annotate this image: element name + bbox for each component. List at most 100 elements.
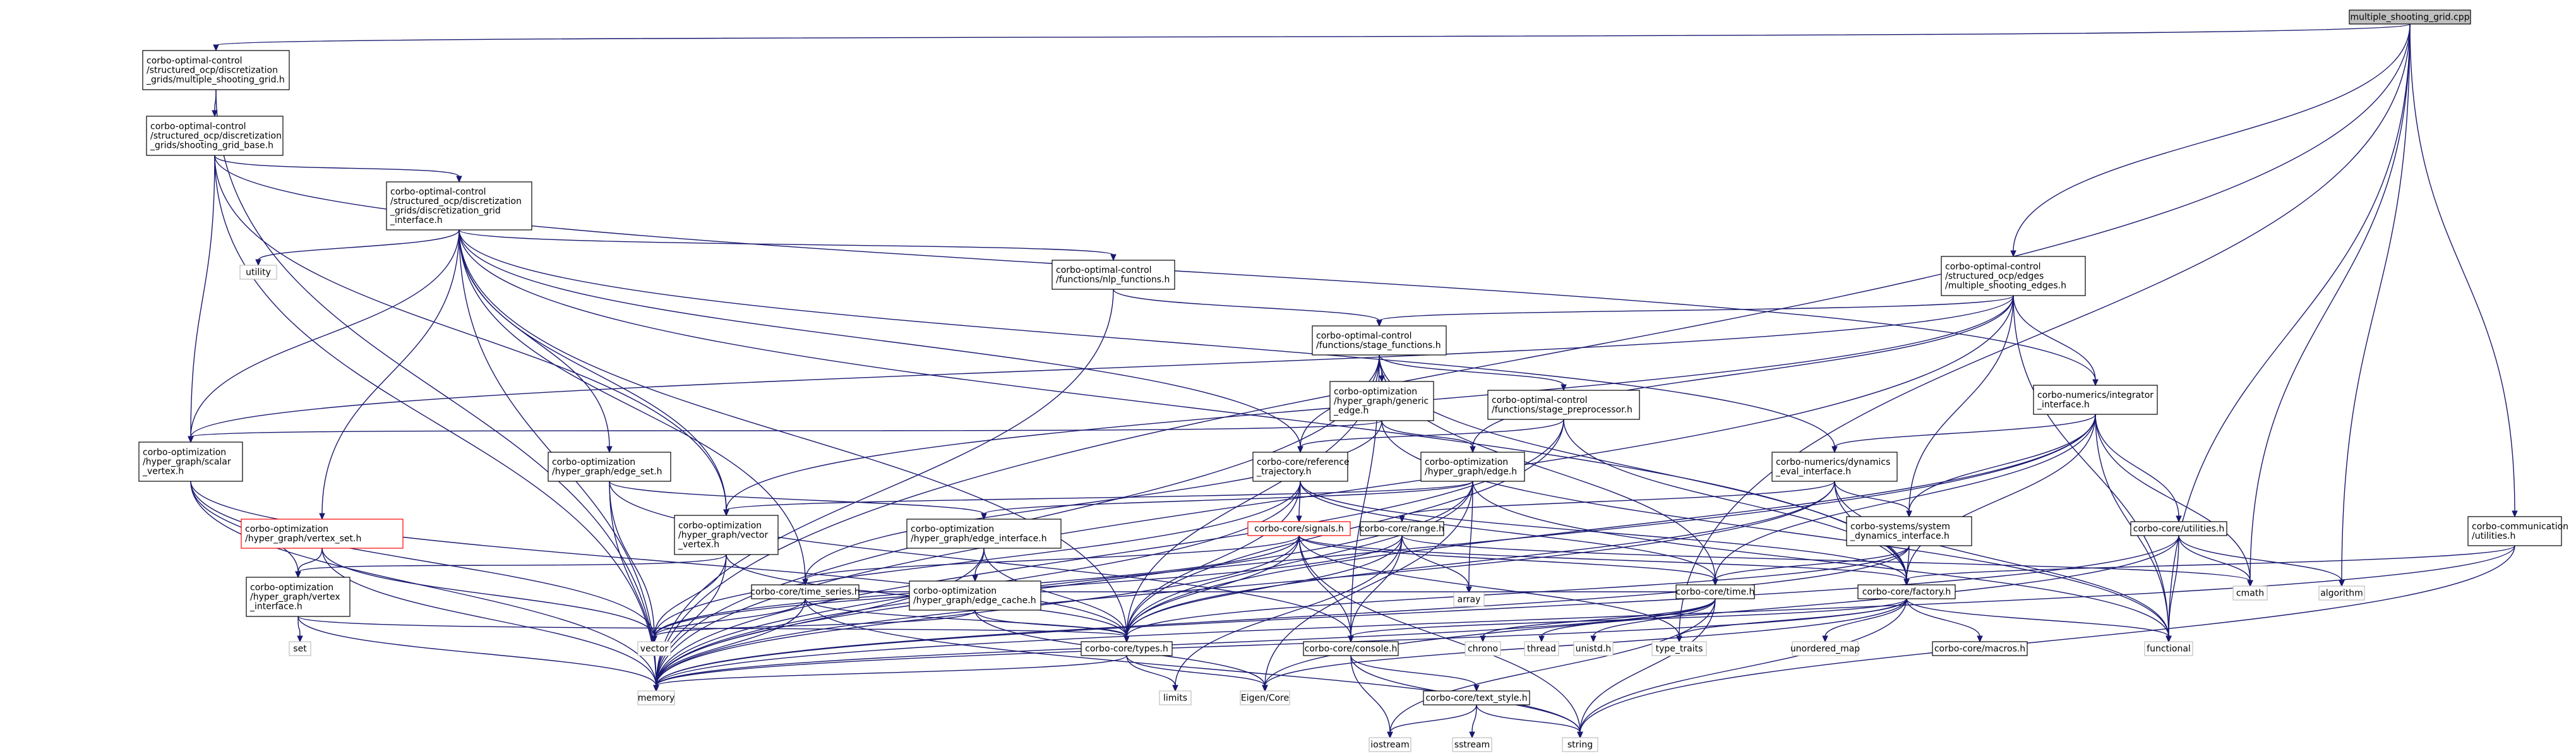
file-node-box	[1771, 452, 1898, 482]
file-node-typetraits[interactable]: type_traits	[1651, 641, 1707, 656]
edge-arrowhead	[255, 259, 261, 267]
include-edge-factory_h-to-console_h	[1348, 598, 1907, 643]
file-node-vtxif_h[interactable]: corbo-optimization/hyper_graph/vertex_in…	[246, 577, 350, 617]
file-node-label: /hyper_graph/edge_cache.h	[913, 596, 1036, 606]
file-node-textstyle_h[interactable]: corbo-core/text_style.h	[1423, 690, 1530, 705]
file-node-cmath[interactable]: cmath	[2232, 585, 2268, 601]
file-node-label: /structured_ocp/edges	[1945, 272, 2044, 282]
file-node-label: /functions/stage_functions.h	[1316, 340, 1441, 351]
file-node-types_h[interactable]: corbo-core/types.h	[1081, 641, 1173, 656]
edge-line	[974, 609, 1127, 637]
file-node-box	[1303, 641, 1399, 656]
file-node-scalar_h[interactable]: corbo-optimization/hyper_graph/scalar_ve…	[138, 441, 243, 482]
include-edge-generic_h-to-tseries_h	[802, 420, 1382, 586]
edge-arrowhead	[1262, 685, 1268, 692]
file-node-generic_h[interactable]: corbo-optimization/hyper_graph/generic_e…	[1329, 381, 1434, 421]
file-node-memory[interactable]: memory	[637, 690, 675, 705]
file-node-console_h[interactable]: corbo-core/console.h	[1303, 641, 1399, 656]
file-node-umap[interactable]: unordered_map	[1790, 641, 1860, 656]
edge-arrowhead	[1376, 320, 1382, 327]
file-node-label: corbo-optimization	[913, 586, 997, 596]
file-node-sysdyn_h[interactable]: corbo-systems/system_dynamics_interface.…	[1846, 516, 1972, 546]
file-node-prep_h[interactable]: corbo-optimal-control/functions/stage_pr…	[1487, 390, 1640, 420]
include-edge-types_h-to-memory	[653, 655, 1127, 692]
file-node-tseries_h[interactable]: corbo-core/time_series.h	[750, 584, 860, 599]
edge-arrowhead	[1577, 731, 1583, 739]
file-node-time_h[interactable]: corbo-core/time.h	[1675, 584, 1755, 599]
include-edge-vecvtx_h-to-vtxif_h	[295, 554, 727, 579]
file-node-array[interactable]: array	[1453, 592, 1485, 607]
file-node-edge_h[interactable]: corbo-optimization/hyper_graph/edge.h	[1420, 452, 1525, 482]
file-node-functional[interactable]: functional	[2144, 641, 2193, 656]
file-node-box	[246, 577, 350, 617]
file-node-box	[1562, 737, 1598, 752]
file-node-box	[1369, 737, 1411, 752]
edge-line	[1350, 598, 1907, 637]
file-node-label: _interface.h	[2037, 400, 2090, 410]
include-edge-dgi_h-to-reftraj_h	[458, 229, 1303, 453]
include-edge-edgeset_h-to-edgeif_h	[609, 481, 987, 520]
file-node-integ_h[interactable]: corbo-numerics/integrator_interface.h	[2033, 385, 2158, 415]
file-node-box	[2318, 585, 2365, 601]
file-node-signals_h[interactable]: corbo-core/signals.h	[1247, 521, 1351, 536]
file-node-stage_h[interactable]: corbo-optimal-control/functions/stage_fu…	[1312, 325, 1447, 356]
file-node-range_h[interactable]: corbo-core/range.h	[1360, 521, 1444, 536]
edge-line	[1175, 535, 1403, 687]
include-edge-dgi_h-to-utility	[255, 229, 460, 267]
include-edge-nlp_h-to-stage_h	[1113, 289, 1382, 327]
file-node-util_h[interactable]: corbo-core/utilities.h	[2130, 521, 2227, 536]
file-node-msg_h[interactable]: corbo-optimal-control/structured_ocp/dis…	[142, 50, 290, 90]
edge-line	[726, 481, 1473, 511]
include-edge-ecache_h-to-types_h	[974, 609, 1130, 643]
file-node-box	[1159, 690, 1192, 705]
edge-line	[2013, 295, 2096, 381]
file-node-sgb_h[interactable]: corbo-optimal-control/structured_ocp/dis…	[146, 116, 284, 156]
file-node-label: corbo-optimal-control	[1056, 265, 1152, 275]
file-node-utility[interactable]: utility	[239, 265, 277, 280]
file-node-dgi_h[interactable]: corbo-optimal-control/structured_ocp/dis…	[386, 181, 532, 231]
file-node-macros_h[interactable]: corbo-core/macros.h	[1932, 641, 2028, 656]
file-node-iostream[interactable]: iostream	[1369, 737, 1411, 752]
file-node-unistd[interactable]: unistd.h	[1573, 641, 1614, 656]
edge-line	[1472, 481, 2169, 637]
edge-arrowhead	[606, 446, 613, 453]
file-node-edgeif_h[interactable]: corbo-optimization/hyper_graph/edge_inte…	[906, 519, 1062, 549]
edge-arrowhead	[1473, 685, 1480, 692]
file-node-nlp_h[interactable]: corbo-optimal-control/functions/nlp_func…	[1051, 260, 1175, 290]
file-node-algorithm[interactable]: algorithm	[2318, 585, 2365, 601]
file-node-thread[interactable]: thread	[1524, 641, 1559, 656]
file-node-ecache_h[interactable]: corbo-optimization/hyper_graph/edge_cach…	[909, 580, 1041, 611]
file-node-box	[909, 580, 1041, 611]
file-node-string[interactable]: string	[1562, 737, 1598, 752]
file-node-comm_h[interactable]: corbo-communication/utilities.h	[2467, 516, 2568, 546]
file-node-chrono[interactable]: chrono	[1465, 641, 1501, 656]
file-node-dyn_h[interactable]: corbo-numerics/dynamics_eval_interface.h	[1771, 452, 1898, 482]
edge-line	[190, 155, 215, 438]
file-node-sstream[interactable]: sstream	[1452, 737, 1492, 752]
file-node-vset_h[interactable]: corbo-optimization/hyper_graph/vertex_se…	[241, 519, 404, 549]
file-node-edgeset_h[interactable]: corbo-optimization/hyper_graph/edge_set.…	[548, 452, 671, 482]
edge-line	[190, 295, 2014, 438]
edge-line	[1401, 535, 2251, 582]
edge-line	[656, 535, 2179, 687]
edge-line	[1379, 295, 2014, 321]
file-node-root[interactable]: multiple_shooting_grid.cpp	[2349, 9, 2471, 25]
file-node-mse_h[interactable]: corbo-optimal-control/structured_ocp/edg…	[1941, 256, 2086, 296]
file-node-box	[1240, 690, 1290, 705]
edge-line	[1126, 655, 1266, 687]
file-node-label: corbo-optimization	[678, 521, 762, 531]
edge-arrowhead	[1906, 510, 1912, 518]
edge-line	[458, 229, 1301, 448]
file-node-set[interactable]: set	[289, 641, 311, 656]
file-node-vecvtx_h[interactable]: corbo-optimization/hyper_graph/vector_ve…	[674, 515, 779, 555]
file-node-eigen[interactable]: Eigen/Core	[1240, 690, 1290, 705]
file-node-box	[2130, 521, 2227, 536]
file-node-limits[interactable]: limits	[1159, 690, 1192, 705]
edge-line	[656, 481, 1835, 687]
file-node-reftraj_h[interactable]: corbo-core/reference_trajectory.h	[1252, 452, 1350, 482]
file-node-factory_h[interactable]: corbo-core/factory.h	[1857, 584, 1956, 599]
file-node-label: _interface.h	[390, 215, 443, 225]
edge-arrowhead	[1297, 446, 1303, 453]
file-node-vector[interactable]: vector	[637, 641, 671, 656]
edge-line	[656, 554, 727, 687]
